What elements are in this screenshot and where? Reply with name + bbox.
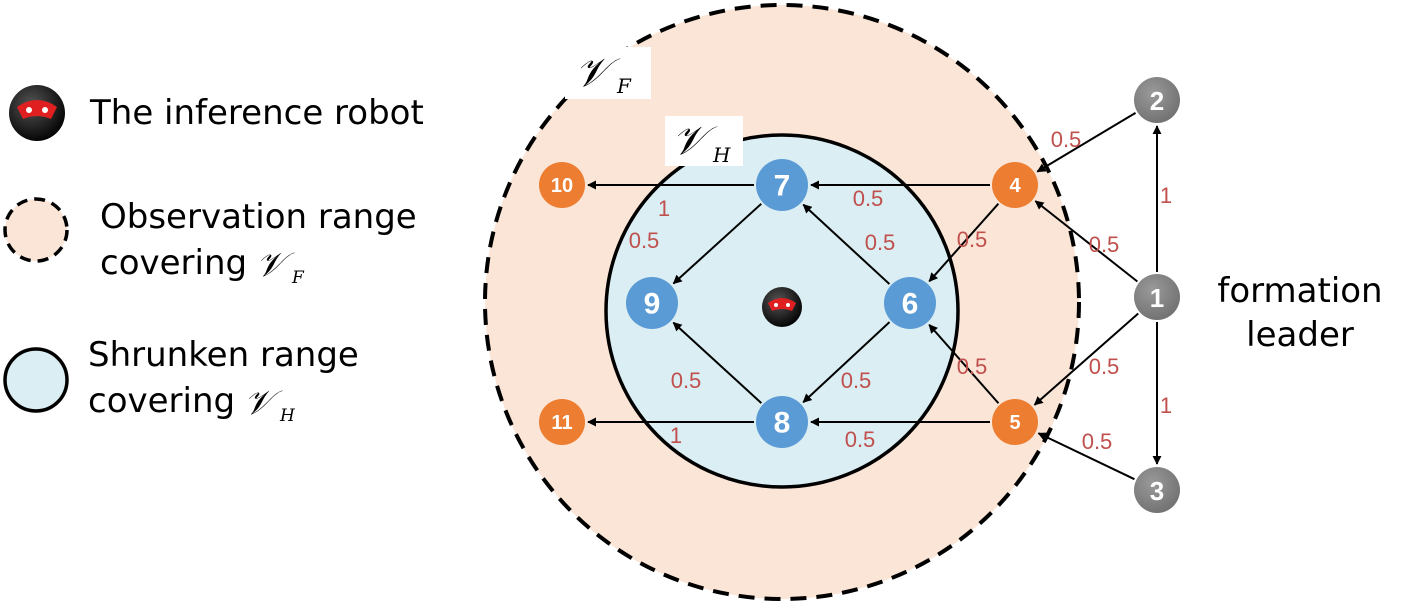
node-8-circle xyxy=(756,396,808,448)
node-1-label: 1 xyxy=(1150,283,1164,313)
node-11-circle xyxy=(539,399,585,445)
node-2: 2 xyxy=(1134,77,1180,123)
legend-shrunken-line2: covering xyxy=(88,381,235,421)
legend-shrunken-line1: Shrunken range xyxy=(88,335,359,375)
node-11: 11 xyxy=(539,399,585,445)
edge-8-to-9 xyxy=(672,321,763,404)
legend-observation-swatch xyxy=(3,197,69,263)
node-10-label: 10 xyxy=(551,175,573,197)
legend-observation-subscript: F xyxy=(291,268,305,288)
node-11-label: 11 xyxy=(551,412,572,434)
node-6-circle xyxy=(884,277,936,329)
legend: The inference robot Observation range co… xyxy=(3,85,424,426)
edge-weight-3-5: 0.5 xyxy=(1082,429,1113,454)
node-8: 8 xyxy=(756,396,808,448)
edge-1-to-5 xyxy=(1033,312,1139,406)
node-8-label: 8 xyxy=(774,407,791,440)
node-1: 1 xyxy=(1134,274,1180,320)
legend-robot-label: The inference robot xyxy=(89,93,424,133)
edge-weight-7-10: 1 xyxy=(658,196,670,221)
legend-observation-line1: Observation range xyxy=(100,197,417,237)
outer-range-label: 𝒱 F xyxy=(565,47,651,99)
edge-5-to-6 xyxy=(928,324,1000,404)
edge-6-to-7 xyxy=(802,203,891,285)
node-2-circle xyxy=(1134,77,1180,123)
edge-6-to-8 xyxy=(802,321,891,403)
legend-observation-line2: covering xyxy=(100,243,247,283)
edge-weight-1-2: 1 xyxy=(1160,183,1172,208)
inference-robot-icon xyxy=(762,287,802,327)
legend-shrunken-subscript: H xyxy=(279,406,296,426)
edges-layer xyxy=(587,111,1162,481)
node-5: 5 xyxy=(992,399,1038,445)
leader-label-line2: leader xyxy=(1246,315,1354,355)
legend-shrunken-symbol: 𝒱 xyxy=(244,383,283,423)
node-10: 10 xyxy=(539,162,585,208)
edge-weight-2-4: 0.5 xyxy=(1051,127,1082,152)
node-6-label: 6 xyxy=(902,288,919,321)
node-9: 9 xyxy=(626,277,678,329)
inner-range-label: 𝒱 H xyxy=(665,116,743,167)
edge-weight-8-11: 1 xyxy=(670,423,682,448)
node-5-label: 5 xyxy=(1009,412,1020,434)
edge-weight-5-8: 0.5 xyxy=(841,368,872,393)
node-3-circle xyxy=(1134,467,1180,513)
outer-range-subscript: F xyxy=(616,74,632,98)
inner-range-subscript: H xyxy=(712,143,731,167)
edge-weight-1-4: 0.5 xyxy=(1089,232,1120,257)
legend-robot-icon xyxy=(9,85,65,141)
edge-3-to-5 xyxy=(1037,432,1135,481)
legend-shrunken-swatch xyxy=(3,347,69,413)
edge-weight-4-6: 0.5 xyxy=(957,227,988,252)
edge-weight-1-5: 0.5 xyxy=(1089,354,1120,379)
edge-weight-8-9: 0.5 xyxy=(671,368,702,393)
edge-weight-6-8: 0.5 xyxy=(845,427,876,452)
node-9-circle xyxy=(626,277,678,329)
node-3: 3 xyxy=(1134,467,1180,513)
node-4-label: 4 xyxy=(1009,175,1021,197)
edge-weight-7-9: 0.5 xyxy=(629,228,660,253)
node-7: 7 xyxy=(756,159,808,211)
node-2-label: 2 xyxy=(1150,86,1164,116)
edge-weight-1-3: 1 xyxy=(1160,393,1172,418)
node-7-circle xyxy=(756,159,808,211)
edge-labels-layer: 1 1 0.5 0.5 0.5 0.5 0.5 0.5 0.5 0.5 0.5 0.5 0.5 0.5 1 1 xyxy=(629,127,1172,454)
node-5-circle xyxy=(992,399,1038,445)
edge-4-to-6 xyxy=(928,203,1000,283)
edge-2-to-4 xyxy=(1036,111,1137,173)
node-1-circle xyxy=(1134,274,1180,320)
edge-7-to-9 xyxy=(672,203,762,285)
node-6: 6 xyxy=(884,277,936,329)
leader-label-line1: formation xyxy=(1217,271,1382,311)
node-7-label: 7 xyxy=(774,170,791,203)
node-3-label: 3 xyxy=(1150,476,1164,506)
edge-weight-4-7: 0.5 xyxy=(853,186,884,211)
node-10-circle xyxy=(539,162,585,208)
edge-weight-6-7: 0.5 xyxy=(865,230,896,255)
node-9-label: 9 xyxy=(644,288,661,321)
legend-observation-symbol: 𝒱 xyxy=(256,245,295,285)
node-4: 4 xyxy=(992,162,1038,208)
edge-1-to-4 xyxy=(1034,200,1138,283)
node-4-circle xyxy=(992,162,1038,208)
edge-weight-5-6: 0.5 xyxy=(957,354,988,379)
